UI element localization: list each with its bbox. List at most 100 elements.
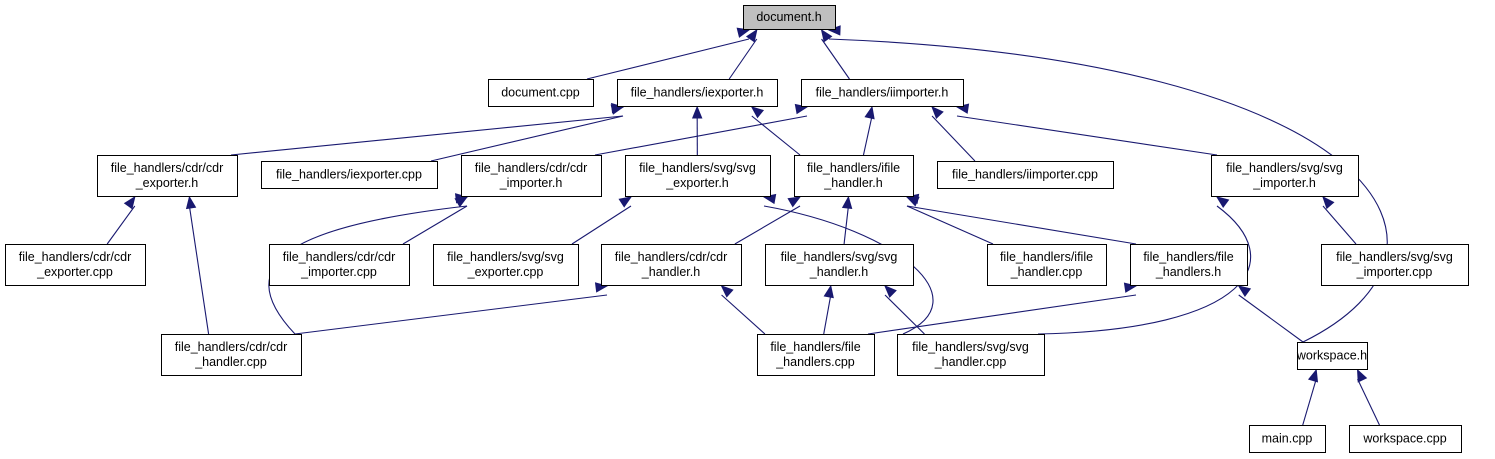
node-box[interactable] (1130, 244, 1248, 286)
node-box[interactable] (97, 155, 238, 197)
node-box[interactable] (987, 244, 1107, 286)
node-box[interactable] (765, 244, 914, 286)
edge-file_handlers_h-to-ifile_handler_h (906, 205, 1137, 245)
node-workspace-h[interactable]: workspace.h (1296, 342, 1368, 370)
node-box[interactable] (1297, 342, 1368, 370)
edge-file_handlers_cpp-to-file_handlers_h (867, 294, 1137, 335)
edge-cdr_importer_h-to-iimporter_h (594, 115, 808, 156)
edge-svg_importer_h-to-iimporter_h (956, 115, 1218, 156)
edge-workspace_cpp-to-workspace_h (1357, 378, 1380, 426)
arrowhead-icon (787, 196, 802, 208)
node-workspace-cpp[interactable]: workspace.cpp (1349, 425, 1462, 453)
node-label: file_handlers/svg/svg (781, 250, 898, 264)
edge-cdr_handler_h-to-ifile_handler_h (734, 205, 801, 245)
node-file-handlers-h[interactable]: file_handlers/file_handlers.h (1130, 244, 1248, 286)
node-label: _importer.cpp (1356, 265, 1433, 279)
arrowhead-icon (1356, 368, 1368, 383)
arrowhead-icon (864, 105, 875, 120)
node-label: file_handlers/file (1143, 250, 1233, 264)
node-label: file_handlers/ifile (1000, 250, 1093, 264)
node-label: workspace.cpp (1362, 432, 1446, 446)
arrowhead-icon (691, 105, 703, 119)
arrowhead-icon (1215, 196, 1230, 209)
node-box[interactable] (757, 334, 875, 376)
node-cdr-handler-cpp[interactable]: file_handlers/cdr/cdr_handler.cpp (161, 334, 302, 376)
edge-ifile_handler_h-to-iexporter_h (751, 115, 801, 156)
node-cdr-importer-cpp[interactable]: file_handlers/cdr/cdr_importer.cpp (269, 244, 410, 286)
arrowhead-icon (745, 28, 758, 43)
node-ifile-handler-cpp[interactable]: file_handlers/ifile_handler.cpp (987, 244, 1107, 286)
node-box[interactable] (617, 79, 778, 107)
node-cdr-handler-h[interactable]: file_handlers/cdr/cdr_handler.h (601, 244, 742, 286)
node-label: _exporter.cpp (36, 265, 113, 279)
node-label: _handler.cpp (194, 355, 267, 369)
node-box[interactable] (488, 79, 594, 107)
node-label: _handlers.h (1155, 265, 1221, 279)
node-svg-handler-cpp[interactable]: file_handlers/svg/svg_handler.cpp (897, 334, 1045, 376)
node-svg-exporter-cpp[interactable]: file_handlers/svg/svg_exporter.cpp (433, 244, 579, 286)
node-svg-importer-h[interactable]: file_handlers/svg/svg_importer.h (1211, 155, 1359, 197)
node-label: _handlers.cpp (775, 355, 855, 369)
node-label: _importer.h (499, 176, 563, 190)
node-label: document.h (756, 10, 821, 24)
node-svg-handler-h[interactable]: file_handlers/svg/svg_handler.h (765, 244, 914, 286)
node-box[interactable] (794, 155, 914, 197)
node-label: _handler.h (809, 265, 868, 279)
node-label: file_handlers/iimporter.h (816, 86, 949, 100)
node-box[interactable] (5, 244, 146, 286)
node-iexporter-cpp[interactable]: file_handlers/iexporter.cpp (261, 161, 438, 189)
arrowhead-icon (841, 195, 853, 210)
node-box[interactable] (1349, 425, 1462, 453)
edge-cdr_handler_cpp-to-cdr_exporter_h (188, 205, 210, 335)
node-cdr-exporter-cpp[interactable]: file_handlers/cdr/cdr_exporter.cpp (5, 244, 146, 286)
node-box[interactable] (601, 244, 742, 286)
node-label: _handler.cpp (1010, 265, 1083, 279)
node-box[interactable] (897, 334, 1045, 376)
node-label: _exporter.h (135, 176, 199, 190)
node-svg-importer-cpp[interactable]: file_handlers/svg/svg_importer.cpp (1321, 244, 1469, 286)
node-iimporter-h[interactable]: file_handlers/iimporter.h (801, 79, 964, 107)
edge-svg_handler_cpp-to-svg_importer_h (1037, 205, 1252, 335)
node-label: _exporter.cpp (467, 265, 544, 279)
node-box[interactable] (937, 161, 1114, 189)
arrowhead-icon (820, 28, 833, 43)
node-box[interactable] (801, 79, 964, 107)
edge-svg_handler_h-to-ifile_handler_h (843, 205, 849, 245)
node-box[interactable] (161, 334, 302, 376)
arrowhead-icon (618, 196, 633, 208)
node-box[interactable] (743, 5, 836, 30)
arrowhead-icon (884, 285, 897, 298)
edge-svg_handler_cpp-to-svg_handler_h (884, 294, 925, 335)
node-main-cpp[interactable]: main.cpp (1249, 425, 1326, 453)
node-file-handlers-cpp[interactable]: file_handlers/file_handlers.cpp (757, 334, 875, 376)
node-label: file_handlers/svg/svg (639, 161, 756, 175)
node-box[interactable] (1249, 425, 1326, 453)
edge-svg_importer_cpp-to-svg_importer_h (1322, 205, 1357, 245)
node-label: _handler.h (823, 176, 882, 190)
node-iimporter-cpp[interactable]: file_handlers/iimporter.cpp (937, 161, 1114, 189)
node-cdr-importer-h[interactable]: file_handlers/cdr/cdr_importer.h (461, 155, 602, 197)
node-label: file_handlers/iexporter.cpp (276, 168, 422, 182)
node-box[interactable] (461, 155, 602, 197)
node-label: _handler.h (641, 265, 700, 279)
node-label: file_handlers/svg/svg (912, 340, 1029, 354)
node-box[interactable] (433, 244, 579, 286)
node-iexporter-h[interactable]: file_handlers/iexporter.h (617, 79, 778, 107)
node-box[interactable] (269, 244, 410, 286)
node-label: file_handlers/cdr/cdr (283, 250, 396, 264)
node-document-cpp[interactable]: document.cpp (488, 79, 594, 107)
node-label: file_handlers/svg/svg (447, 250, 564, 264)
node-box[interactable] (1211, 155, 1359, 197)
edge-ifile_handler_cpp-to-ifile_handler_h (906, 205, 994, 245)
node-box[interactable] (1321, 244, 1469, 286)
node-label: file_handlers/cdr/cdr (111, 161, 224, 175)
node-ifile-handler-h[interactable]: file_handlers/ifile_handler.h (794, 155, 914, 197)
node-box[interactable] (261, 161, 438, 189)
edge-cdr_exporter_cpp-to-cdr_exporter_h (106, 205, 136, 245)
node-box[interactable] (625, 155, 771, 197)
node-svg-exporter-h[interactable]: file_handlers/svg/svg_exporter.h (625, 155, 771, 197)
node-cdr-exporter-h[interactable]: file_handlers/cdr/cdr_exporter.h (97, 155, 238, 197)
node-document-h[interactable]: document.h (743, 5, 836, 30)
node-label: workspace.h (1296, 349, 1367, 363)
